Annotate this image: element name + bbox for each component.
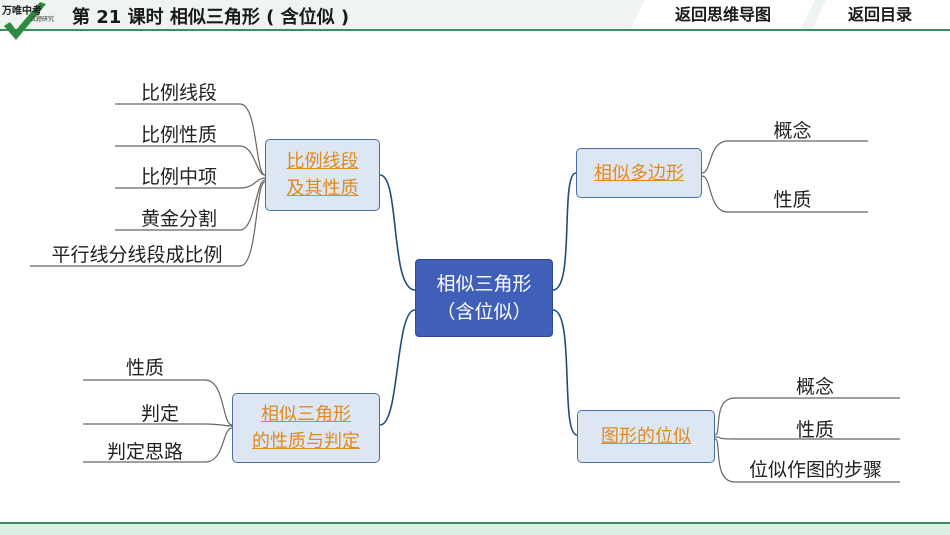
leaf-polygon-1: 概念 (773, 120, 812, 142)
leaf-proportion-2: 比例性质 (140, 124, 217, 146)
line-hom-3 (714, 438, 900, 483)
leaf-triangle-3: 判定思路 (106, 441, 183, 463)
connector-center-proportion (379, 174, 416, 291)
checkmark-icon (4, 2, 46, 40)
line-tri-3 (83, 427, 233, 463)
branch-triangle-line1[interactable]: 相似三角形 (261, 404, 351, 425)
leaf-proportion-4: 黄金分割 (140, 208, 217, 230)
leaf-triangle-1: 性质 (125, 357, 164, 379)
center-line1: 相似三角形 (436, 273, 532, 295)
branch-homothety[interactable]: 图形的位似 (577, 410, 715, 463)
footer-bar (0, 522, 950, 535)
leaf-polygon-2: 性质 (773, 189, 812, 211)
leaf-proportion-3: 比例中项 (140, 166, 217, 188)
brand-logo: 万唯中考 试题研究 (0, 0, 60, 44)
page-title: 第 21 课时 相似三角形 ( 含位似 ) (72, 7, 350, 28)
leaf-proportion-1: 比例线段 (140, 82, 217, 104)
leaf-proportion-5: 平行线分线段成比例 (51, 244, 223, 266)
branch-proportion-line1[interactable]: 比例线段 (286, 151, 359, 172)
line-leaf-4 (115, 179, 266, 231)
leaf-homothety-2: 性质 (795, 419, 834, 441)
logo-text: 万唯中考 (2, 6, 42, 17)
center-node: 相似三角形 （含位似） (415, 259, 553, 337)
branch-similar-polygon[interactable]: 相似多边形 (576, 148, 702, 198)
leaf-triangle-2: 判定 (140, 403, 179, 425)
branch-homothety-label[interactable]: 图形的位似 (601, 426, 691, 447)
leaf-homothety-3: 位似作图的步骤 (748, 459, 882, 481)
branch-polygon-label[interactable]: 相似多边形 (594, 162, 684, 184)
line-poly-1 (701, 140, 868, 174)
leaf-homothety-1: 概念 (795, 376, 834, 398)
line-leaf-3 (115, 177, 266, 189)
tab-return-toc[interactable]: 返回目录 (847, 5, 912, 24)
line-tri-2 (83, 423, 233, 427)
connector-center-homothety (552, 309, 578, 436)
tab-mindmap-bg (630, 0, 815, 30)
line-leaf-5 (30, 181, 266, 267)
connector-center-polygon (552, 172, 577, 291)
header-divider (0, 29, 950, 31)
logo-subtext: 试题研究 (30, 16, 55, 23)
line-hom-2 (714, 436, 900, 440)
branch-proportion[interactable]: 比例线段 及其性质 (265, 139, 380, 211)
line-hom-1 (714, 397, 900, 436)
line-leaf-2 (115, 145, 266, 176)
branch-similar-triangle[interactable]: 相似三角形 的性质与判定 (232, 393, 380, 463)
line-tri-1 (83, 379, 233, 426)
connector-center-triangle (379, 309, 416, 426)
line-leaf-1 (115, 103, 266, 176)
branch-triangle-line2[interactable]: 的性质与判定 (252, 431, 360, 452)
footer-divider (0, 522, 950, 524)
tab-toc-bg (812, 0, 950, 30)
tab-return-mindmap[interactable]: 返回思维导图 (674, 5, 771, 24)
line-poly-2 (701, 175, 868, 213)
branch-proportion-line2[interactable]: 及其性质 (286, 178, 359, 199)
center-line2: （含位似） (436, 301, 532, 323)
